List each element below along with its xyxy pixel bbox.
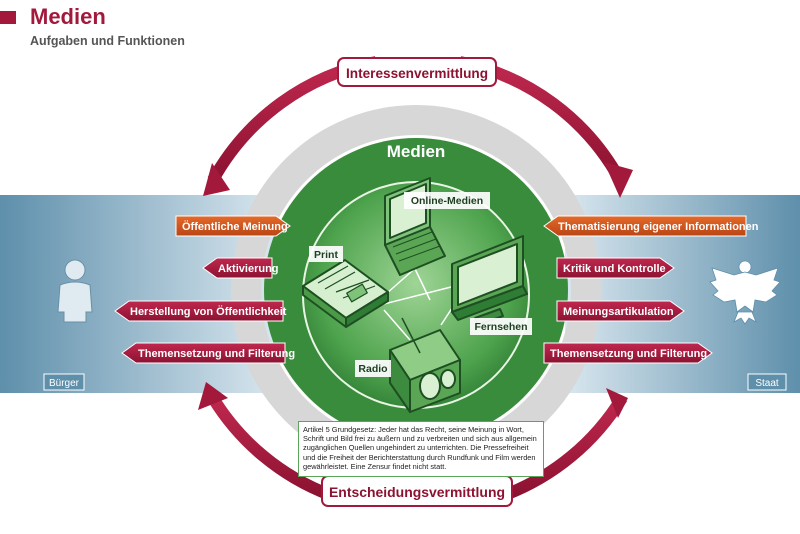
staat-tag-box <box>747 373 787 391</box>
print-label-box <box>309 246 343 262</box>
header-accent-square <box>0 11 16 24</box>
right-arrow-4: Themensetzung und Filterung <box>543 342 713 364</box>
right-arrow-1: Thematisierung eigener Informationen <box>543 215 759 237</box>
ring-bottom-label: Entscheidungsvermittlung <box>329 484 505 500</box>
ring-arrowhead-bottom-left <box>198 382 228 410</box>
radio-label-box <box>355 360 391 377</box>
left-arrow-3-label: Herstellung von Öffentlichkeit <box>130 305 287 318</box>
right-arrow-2-label: Kritik und Kontrolle <box>563 263 666 275</box>
tv-label-box <box>470 318 532 335</box>
ring-label-top-box <box>337 57 497 87</box>
right-arrow-3: Meinungsartikulation <box>556 300 685 322</box>
newspaper-icon <box>302 259 389 328</box>
buerger-tag-box <box>43 373 85 391</box>
left-arrow-2: Aktivierung <box>202 257 279 279</box>
staat-tag: Staat <box>755 378 779 389</box>
left-arrow-3: Herstellung von Öffentlichkeit <box>114 300 287 322</box>
article-5-note: Artikel 5 Grundgesetz: Jeder hat das Rec… <box>298 421 544 477</box>
radio-label: Radio <box>358 363 387 375</box>
ring-top-label: Interessenvermittlung <box>346 66 488 81</box>
citizen-person-icon <box>57 259 93 323</box>
buerger-tag: Bürger <box>49 378 80 389</box>
right-arrow-1-label: Thematisierung eigener Informationen <box>558 221 759 233</box>
ring-arrowhead-top-left <box>203 163 230 196</box>
online-media-label: Online-Medien <box>411 195 483 207</box>
tv-icon <box>451 235 528 326</box>
left-arrow-4: Themensetzung und Filterung <box>121 342 295 364</box>
left-arrow-2-label: Aktivierung <box>218 263 279 275</box>
page-subtitle: Aufgaben und Funktionen <box>30 34 185 48</box>
page-title: Medien <box>30 4 106 29</box>
tv-label: Fernsehen <box>474 321 527 333</box>
left-arrow-1: Öffentliche Meinung <box>175 215 291 237</box>
online-label-box <box>404 192 490 209</box>
left-arrow-4-label: Themensetzung und Filterung <box>138 348 295 360</box>
right-arrow-3-label: Meinungsartikulation <box>563 306 674 318</box>
right-arrow-4-label: Themensetzung und Filterung <box>550 348 707 360</box>
federal-eagle-icon <box>709 260 781 325</box>
media-disc-title: Medien <box>387 142 446 161</box>
right-arrow-2: Kritik und Kontrolle <box>556 257 675 279</box>
ring-arrowhead-top-right <box>604 162 633 198</box>
ring-arc-bottom-right <box>502 394 628 501</box>
ring-arrowhead-bottom-right <box>606 388 628 418</box>
ring-arc-bottom-left <box>207 394 333 501</box>
left-arrow-1-label: Öffentliche Meinung <box>182 220 288 233</box>
print-label: Print <box>314 249 338 261</box>
